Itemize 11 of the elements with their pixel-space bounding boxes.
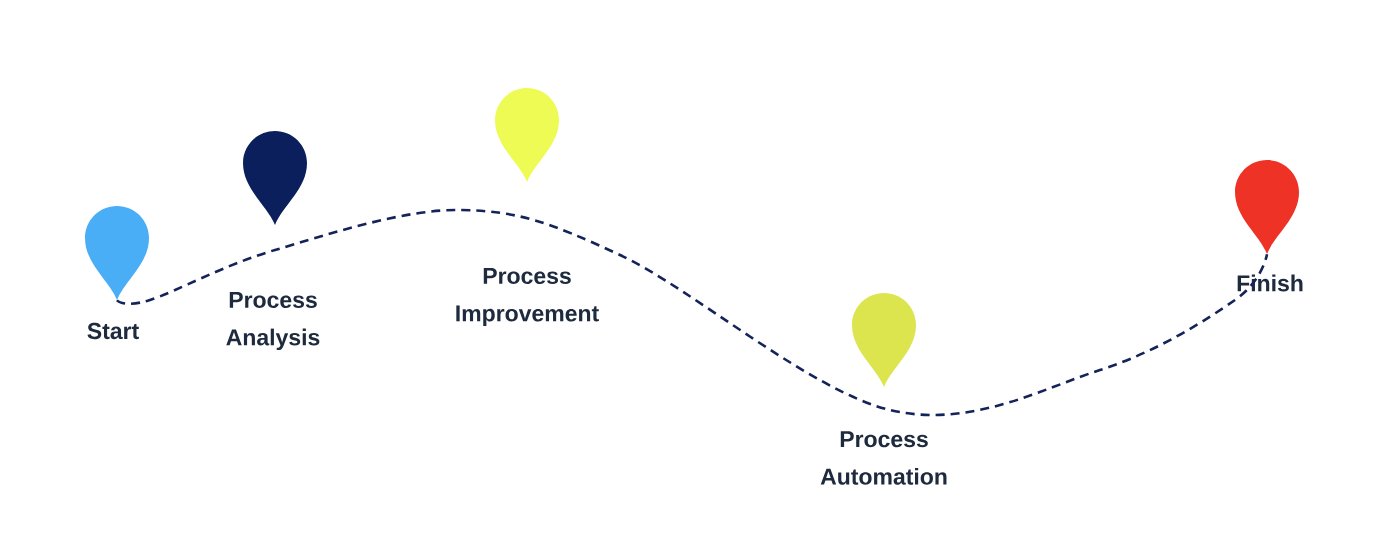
milestone-label: Process Automation [820,431,947,485]
dashed-route [116,208,1269,417]
milestone-label: Process Analysis [226,291,320,351]
milestone-label: Finish [1237,274,1303,292]
location-pin-icon [243,131,307,225]
location-pin-icon [852,293,916,387]
location-pin-icon [1235,160,1299,254]
milestone-label: Process Improvement [456,267,599,327]
location-pin-icon [85,206,149,300]
location-pin-icon [495,88,559,182]
milestone-label: Start [87,322,139,340]
